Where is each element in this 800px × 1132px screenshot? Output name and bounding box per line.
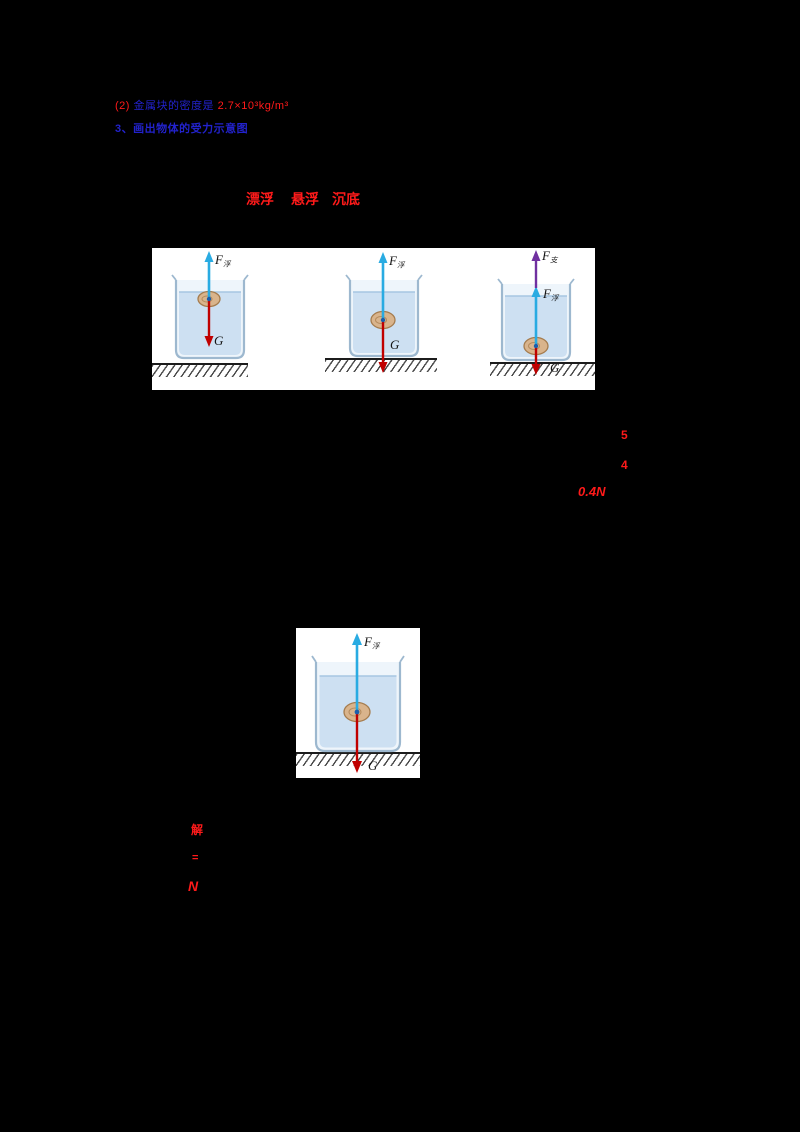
gravity-arrowhead bbox=[204, 336, 214, 347]
beaker-suspended: F浮 G bbox=[345, 252, 423, 373]
beaker-rim bbox=[345, 274, 423, 281]
gravity-arrowhead bbox=[352, 761, 362, 773]
buoyancy-label: F浮 bbox=[542, 286, 560, 303]
force-origin-dot bbox=[533, 343, 539, 349]
state-label-sunk: 沉底 bbox=[332, 191, 360, 207]
buoyancy-arrowhead bbox=[378, 252, 388, 263]
line1-tail: 2.7×10³kg/m³ bbox=[217, 100, 289, 112]
state-label-suspended: 悬浮 bbox=[291, 191, 319, 207]
problem-text-line-1: (2) 金属块的密度是 2.7×10³kg/m³ bbox=[115, 97, 289, 113]
object-stone-detail bbox=[528, 342, 540, 350]
ground-hatch-right bbox=[490, 362, 595, 376]
buoyancy-arrowhead bbox=[531, 286, 541, 297]
line1-prefix: (2) bbox=[115, 100, 130, 112]
figure-three-beakers: F浮 G F浮 G bbox=[152, 248, 595, 390]
buoyancy-label: F浮 bbox=[388, 253, 406, 270]
beaker-rim bbox=[497, 278, 575, 285]
gravity-label: G bbox=[214, 333, 224, 348]
beaker-sunk: F支 F浮 G bbox=[497, 248, 575, 375]
state-label-floating: 漂浮 bbox=[246, 191, 274, 207]
buoyancy-label: F浮 bbox=[363, 634, 381, 651]
object-stone-detail bbox=[375, 316, 387, 324]
gravity-label: G bbox=[390, 337, 400, 352]
work-mark-1: 解 bbox=[191, 823, 204, 837]
object-stone-detail bbox=[201, 295, 213, 303]
object-stone-detail bbox=[348, 707, 362, 717]
three-beakers-diagram: F浮 G F浮 G bbox=[171, 248, 575, 375]
buoyancy-arrowhead bbox=[352, 633, 362, 645]
ground-hatch-left bbox=[152, 363, 248, 377]
line1-mid: 金属块的密度是 bbox=[133, 100, 215, 112]
gravity-label: G bbox=[550, 360, 560, 375]
buoyancy-arrowhead bbox=[204, 251, 214, 262]
beaker-floating: F浮 G bbox=[171, 251, 249, 360]
work-mark-2: = bbox=[192, 852, 199, 864]
note-fraction-numerator: 5 bbox=[621, 428, 628, 442]
force-origin-dot bbox=[380, 317, 386, 323]
beaker-suspended-large: F浮 G bbox=[311, 633, 405, 773]
note-answer-value: 0.4N bbox=[578, 484, 606, 499]
support-arrowhead bbox=[531, 250, 541, 261]
buoyancy-label: F浮 bbox=[214, 252, 232, 269]
gravity-arrowhead bbox=[531, 364, 541, 375]
beaker-rim bbox=[171, 274, 249, 281]
work-mark-3: N bbox=[188, 878, 199, 894]
beaker-rim bbox=[311, 655, 405, 663]
problem-text-line-2: 3、画出物体的受力示意图 bbox=[115, 123, 249, 135]
support-label: F支 bbox=[541, 248, 559, 265]
gravity-label: G bbox=[368, 758, 378, 773]
gravity-arrowhead bbox=[378, 362, 388, 373]
note-fraction-denominator: 4 bbox=[621, 458, 628, 472]
figure-single-beaker: F浮 G bbox=[296, 628, 420, 778]
force-origin-dot bbox=[206, 296, 212, 302]
force-origin-dot bbox=[354, 709, 360, 715]
single-beaker-diagram: F浮 G bbox=[311, 633, 405, 773]
